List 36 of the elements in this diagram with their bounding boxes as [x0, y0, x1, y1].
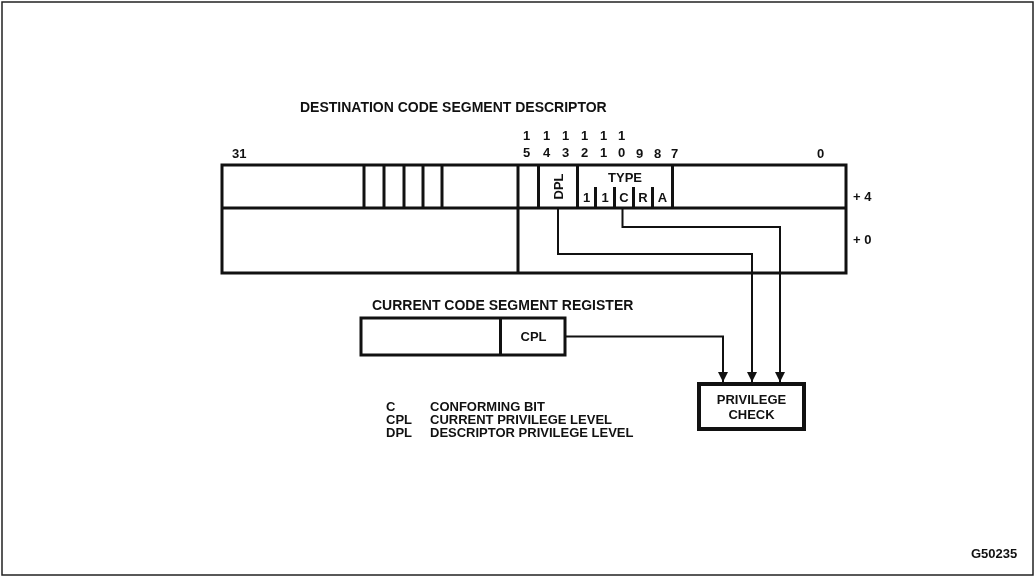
bit-label: C — [619, 190, 629, 205]
bit-label: A — [657, 190, 668, 205]
abbreviation: C — [386, 399, 396, 414]
definition: CURRENT PRIVILEGE LEVEL — [430, 412, 613, 427]
bit-number: 9 — [636, 146, 644, 161]
bit-number: 31 — [232, 146, 247, 161]
section-heading: CURRENT CODE SEGMENT REGISTER — [372, 298, 634, 313]
arrow — [564, 335, 728, 383]
abbreviation: DPL — [386, 425, 412, 440]
field-cell — [537, 165, 579, 208]
bit-number: 1 3 — [562, 127, 570, 161]
bit-number: 1 5 — [523, 127, 531, 161]
bit-number: 1 1 — [600, 127, 608, 161]
arrow — [557, 207, 757, 383]
abbreviation: CPL — [386, 412, 412, 427]
bit-label: R — [638, 190, 648, 205]
definition: CONFORMING BIT — [430, 399, 545, 414]
bit-number: 1 4 — [543, 127, 551, 161]
field-label: CPL — [520, 329, 547, 344]
bit-number: 1 2 — [581, 127, 589, 161]
bit-label: 1 — [583, 190, 590, 205]
field-label: DPL — [550, 173, 566, 200]
bit-number: 1 0 — [618, 127, 626, 161]
bit-number: 0 — [817, 146, 825, 161]
bit-number: 8 — [654, 146, 662, 161]
diagram-title: DESTINATION CODE SEGMENT DESCRIPTOR — [300, 100, 607, 115]
offset-label: + 4 — [853, 189, 872, 204]
process-box — [697, 382, 806, 431]
field-label: TYPE — [608, 170, 642, 185]
bit-number: 7 — [671, 146, 679, 161]
bit-label: 1 — [601, 190, 609, 205]
arrow — [621, 207, 785, 383]
figure-number: G50235 — [971, 546, 1018, 561]
offset-label: + 0 — [853, 232, 872, 247]
definition: DESCRIPTOR PRIVILEGE LEVEL — [430, 425, 634, 440]
field-label: PRIVILEGE CHECK — [715, 391, 788, 422]
